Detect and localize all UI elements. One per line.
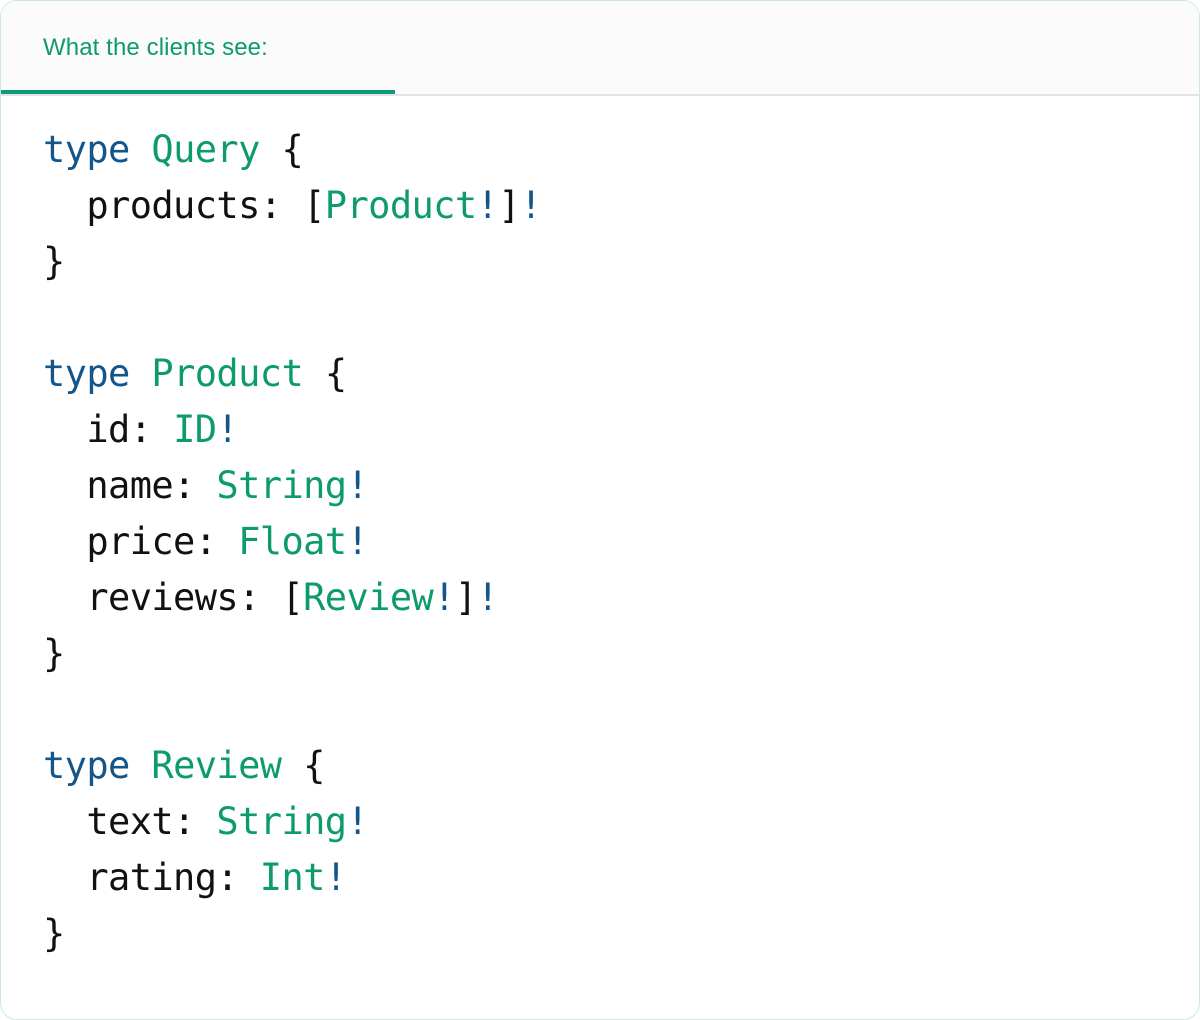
code-token-name: text <box>43 800 174 843</box>
code-token-punc <box>130 744 152 787</box>
code-token-punc: : <box>129 408 174 451</box>
code-line: rating: Int! <box>43 850 1199 906</box>
code-line: type Review { <box>43 738 1199 794</box>
code-token-bang: ! <box>346 464 369 507</box>
code-token-punc: : [ <box>259 184 326 227</box>
code-token-bang: ! <box>346 800 369 843</box>
code-line: price: Float! <box>43 514 1199 570</box>
code-token-kw: type <box>43 744 130 787</box>
code-token-type: Int <box>259 856 326 899</box>
code-token-type: Product <box>151 352 304 395</box>
code-token-punc: } <box>43 912 65 955</box>
code-token-type: String <box>216 464 347 507</box>
code-token-punc: : <box>173 800 217 843</box>
code-token-bang: ! <box>433 576 455 619</box>
code-line: name: String! <box>43 458 1199 514</box>
code-token-punc: : <box>216 856 260 899</box>
code-token-name: reviews <box>43 576 239 619</box>
code-token-bang: ! <box>346 520 369 563</box>
code-line: } <box>43 906 1199 962</box>
code-line: reviews: [Review!]! <box>43 570 1199 626</box>
code-token-punc: ] <box>498 184 520 227</box>
code-token-type: Float <box>238 520 347 563</box>
code-token-punc: { <box>259 128 304 171</box>
code-line <box>43 682 1199 738</box>
code-token-bang: ! <box>476 184 499 227</box>
code-token-name: name <box>43 464 174 507</box>
tab-active-underline <box>1 90 395 94</box>
code-token-name: id <box>43 408 130 451</box>
code-token-punc <box>130 128 152 171</box>
tab-what-the-clients-see[interactable]: What the clients see: <box>1 1 395 94</box>
graphql-schema-code[interactable]: type Query { products: [Product!]!}type … <box>1 122 1199 962</box>
code-token-punc: { <box>281 744 325 787</box>
tab-label: What the clients see: <box>43 33 268 61</box>
code-line: type Query { <box>43 122 1199 178</box>
code-block-area: type Query { products: [Product!]!}type … <box>1 96 1199 962</box>
code-line <box>43 290 1199 346</box>
code-token-punc <box>130 352 152 395</box>
code-token-type: ID <box>173 408 217 451</box>
code-token-punc: } <box>43 632 65 675</box>
code-token-bang: ! <box>476 576 499 619</box>
code-token-kw: type <box>43 352 130 395</box>
code-token-punc: { <box>303 352 347 395</box>
code-line: products: [Product!]! <box>43 178 1199 234</box>
code-line: } <box>43 234 1199 290</box>
code-token-punc: : <box>194 520 239 563</box>
code-line: text: String! <box>43 794 1199 850</box>
code-token-type: Review <box>151 744 282 787</box>
code-token-bang: ! <box>216 408 239 451</box>
code-line: } <box>43 626 1199 682</box>
code-token-type: String <box>216 800 347 843</box>
code-token-name: rating <box>43 856 217 899</box>
code-token-name: products <box>43 184 260 227</box>
code-line: id: ID! <box>43 402 1199 458</box>
code-token-bang: ! <box>324 856 347 899</box>
code-token-type: Review <box>303 576 434 619</box>
code-token-type: Query <box>151 128 260 171</box>
code-token-punc: ] <box>454 576 477 619</box>
code-token-punc: : [ <box>238 576 304 619</box>
code-token-punc: } <box>43 240 65 283</box>
code-token-type: Product <box>324 184 477 227</box>
code-token-kw: type <box>43 128 130 171</box>
code-token-punc: : <box>173 464 217 507</box>
code-token-name: price <box>43 520 195 563</box>
code-line: type Product { <box>43 346 1199 402</box>
code-token-bang: ! <box>519 184 542 227</box>
tab-strip: What the clients see: <box>1 1 1199 96</box>
